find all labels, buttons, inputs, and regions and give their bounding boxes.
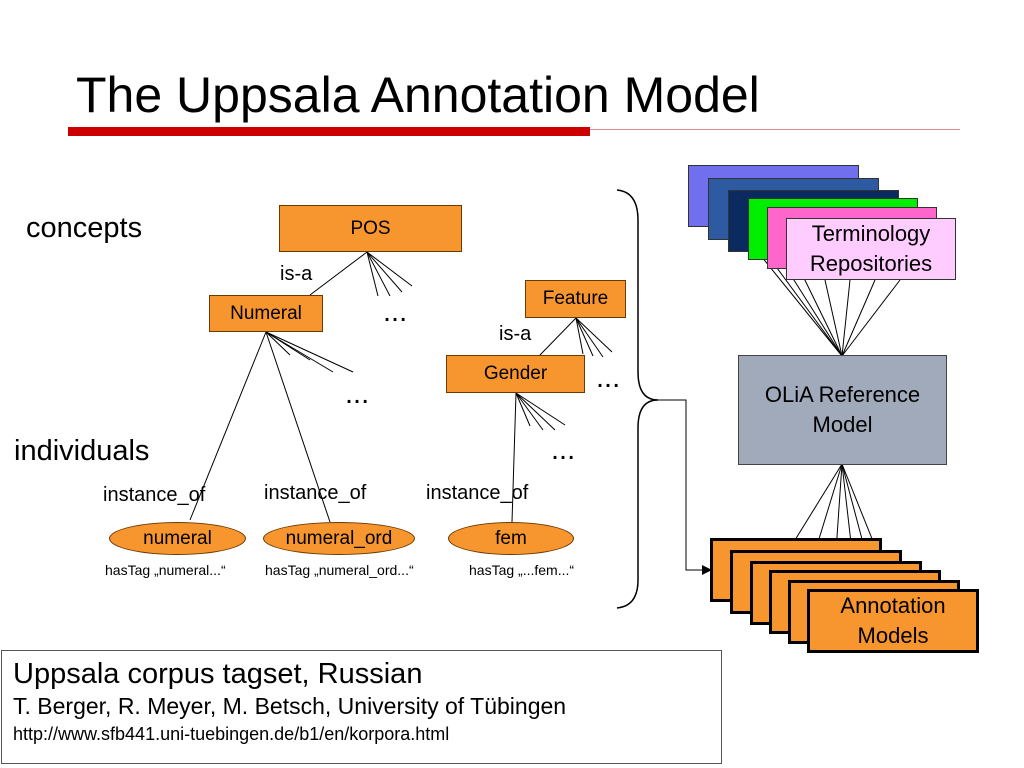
terminology-repositories-box: Terminology Repositories bbox=[786, 218, 956, 280]
title-rule bbox=[590, 129, 960, 130]
title-underline bbox=[68, 127, 590, 136]
has-tag-label: hasTag „numeral...“ bbox=[105, 562, 226, 578]
is-a-label: is-a bbox=[499, 323, 532, 345]
gender-node: Gender bbox=[446, 355, 585, 393]
source-authors: T. Berger, R. Meyer, M. Betsch, Universi… bbox=[13, 693, 567, 719]
instance-of-label: instance_of bbox=[264, 482, 367, 504]
source-info-box: Uppsala corpus tagset, Russian T. Berger… bbox=[1, 650, 722, 764]
slide-title: The Uppsala Annotation Model bbox=[76, 67, 760, 123]
source-title: Uppsala corpus tagset, Russian bbox=[13, 658, 423, 690]
ellipsis: ... bbox=[345, 378, 370, 410]
ellipsis: ... bbox=[596, 362, 621, 394]
concepts-label: concepts bbox=[26, 212, 143, 244]
ellipsis: ... bbox=[383, 296, 408, 328]
individual-numeral: numeral bbox=[109, 522, 246, 555]
pos-node: POS bbox=[279, 205, 462, 252]
numeral-node: Numeral bbox=[209, 295, 323, 332]
source-url[interactable]: http://www.sfb441.uni-tuebingen.de/b1/en… bbox=[13, 724, 450, 744]
has-tag-label: hasTag „...fem...“ bbox=[469, 562, 575, 578]
individuals-label: individuals bbox=[14, 435, 150, 467]
instance-of-label: instance_of bbox=[103, 484, 206, 506]
individual-numeral-ord: numeral_ord bbox=[263, 522, 415, 555]
annotation-models-box: Annotation Models bbox=[807, 589, 979, 653]
instance-of-label: instance_of bbox=[426, 482, 529, 504]
has-tag-label: hasTag „numeral_ord...“ bbox=[265, 562, 414, 578]
ellipsis: ... bbox=[551, 434, 576, 466]
olia-reference-model-box: OLiA Reference Model bbox=[738, 355, 947, 465]
feature-node: Feature bbox=[525, 280, 626, 318]
individual-fem: fem bbox=[448, 522, 574, 555]
is-a-label: is-a bbox=[280, 263, 313, 285]
